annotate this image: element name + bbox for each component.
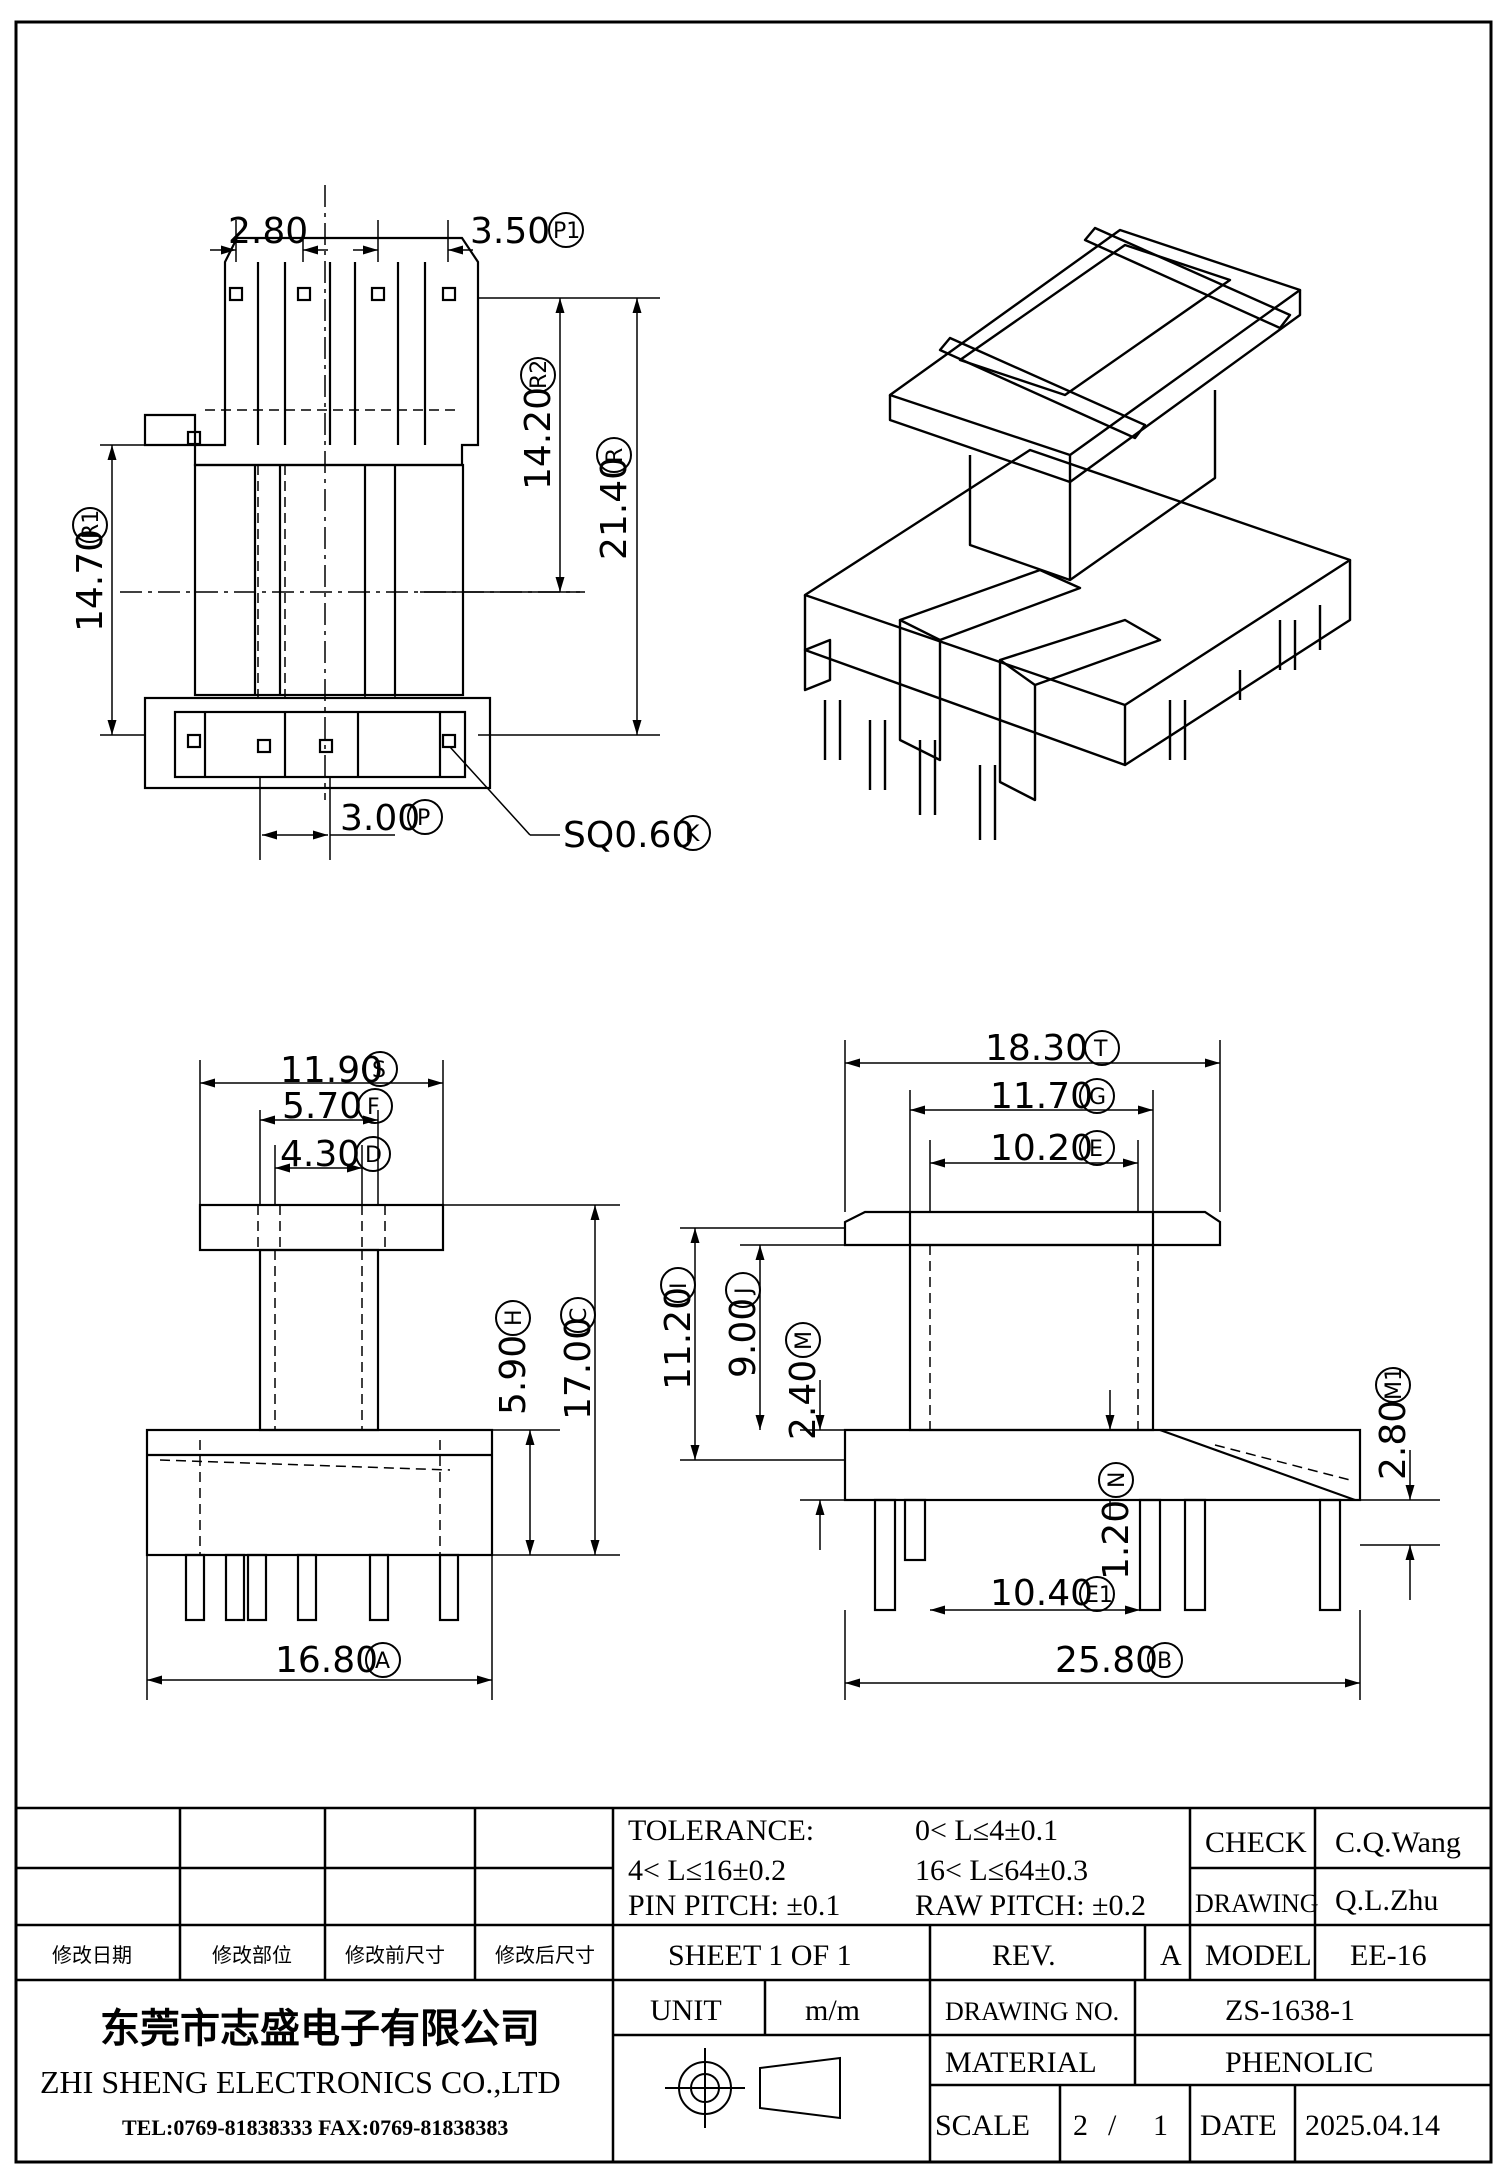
tag-r1: R1 [79, 510, 104, 539]
tag-n: N [1105, 1472, 1130, 1488]
top-view [143, 236, 492, 790]
rev-value: A [1160, 1939, 1182, 1972]
unit-value: m/m [805, 1994, 860, 2027]
dim-14-70: 14.70 [70, 529, 111, 632]
dim-2-80: 2.80 [228, 211, 308, 252]
projection-symbol [665, 2048, 841, 2128]
dim-11-70: 11.70 [990, 1076, 1093, 1117]
drawing-value: Q.L.Zhu [1335, 1884, 1438, 1917]
tag-s: S [372, 1058, 386, 1083]
dim-2-80-m1: 2.80 [1373, 1400, 1414, 1480]
tag-m: M [792, 1331, 817, 1350]
tolerance-label: TOLERANCE: [628, 1814, 814, 1847]
isometric-view [803, 226, 1352, 840]
material-label: MATERIAL [945, 2046, 1097, 2079]
dim-10-40: 10.40 [990, 1573, 1093, 1614]
check-value: C.Q.Wang [1335, 1826, 1461, 1859]
tolerance-1: 0< L≤4±0.1 [915, 1814, 1058, 1847]
tag-e: E [1089, 1137, 1103, 1162]
tolerance-3: 16< L≤64±0.3 [915, 1854, 1088, 1887]
company-name-en: ZHI SHENG ELECTRONICS CO.,LTD [40, 2064, 561, 2100]
dim-21-40: 21.40 [594, 457, 635, 560]
scale-denominator: 1 [1153, 2109, 1168, 2142]
tag-r2: R2 [527, 360, 552, 389]
sheet-label: SHEET 1 OF 1 [668, 1939, 852, 1972]
drawing-label: DRAWING [1195, 1889, 1319, 1918]
dim-17-00: 17.00 [558, 1317, 599, 1420]
rev-label: REV. [992, 1939, 1056, 1972]
dim-11-20: 11.20 [658, 1287, 699, 1390]
scale-label: SCALE [935, 2109, 1030, 2142]
top-view-dimlines [100, 220, 660, 860]
company-name-cn: 东莞市志盛电子有限公司 [100, 2006, 540, 2052]
tag-i: I [667, 1283, 692, 1290]
side-view-labels: 11.90 S 5.70 F 4.30 D 5.90 H 17.00 C 16.… [275, 1050, 599, 1681]
date-label: DATE [1200, 2109, 1277, 2142]
rev-header-before: 修改前尺寸 [345, 1943, 445, 1967]
rev-header-part: 修改部位 [212, 1943, 292, 1967]
dim-4-30: 4.30 [280, 1134, 360, 1175]
title-block [16, 1806, 1491, 2162]
dim-9-00: 9.00 [723, 1298, 764, 1378]
dim-2-40: 2.40 [783, 1360, 824, 1440]
side-view [145, 1203, 494, 1622]
drawing-no-value: ZS-1638-1 [1225, 1994, 1355, 2027]
dim-5-70: 5.70 [282, 1086, 362, 1127]
tag-a: A [375, 1649, 390, 1674]
sheet-border [14, 20, 1493, 2164]
tag-c: C [567, 1308, 592, 1323]
side-view-dimlines [146, 1060, 620, 1700]
tag-p: P [417, 806, 430, 831]
title-block-text: TOLERANCE: 0< L≤4±0.1 4< L≤16±0.2 16< L≤… [40, 1814, 1461, 2142]
tag-b: B [1157, 1649, 1172, 1674]
tag-t: T [1093, 1037, 1108, 1062]
dim-3-00: 3.00 [340, 798, 420, 839]
dim-10-20: 10.20 [990, 1128, 1093, 1169]
scale-separator: / [1108, 2109, 1117, 2142]
unit-label: UNIT [650, 1994, 722, 2027]
tag-p1: P1 [553, 219, 580, 244]
tolerance-2: 4< L≤16±0.2 [628, 1854, 786, 1887]
tag-j: J [732, 1288, 757, 1297]
front-view-labels: 18.30 T 11.70 G 10.20 E 11.20 I 9.00 J 2… [658, 1028, 1414, 1681]
dim-11-90: 11.90 [280, 1050, 383, 1091]
rev-header-after: 修改后尺寸 [495, 1943, 595, 1967]
model-label: MODEL [1205, 1939, 1312, 1972]
tag-e1: E1 [1085, 1583, 1113, 1608]
tag-g: G [1089, 1085, 1106, 1110]
model-value: EE-16 [1350, 1939, 1427, 1972]
material-value: PHENOLIC [1225, 2046, 1373, 2079]
company-tel-fax: TEL:0769-81838333 FAX:0769-81838383 [122, 2115, 508, 2140]
top-view-centerlines [120, 185, 585, 800]
raw-pitch: RAW PITCH: ±0.2 [915, 1889, 1146, 1922]
check-label: CHECK [1205, 1826, 1307, 1859]
dim-3-50: 3.50 [470, 211, 550, 252]
tag-r: R [603, 448, 628, 463]
tag-f: F [367, 1095, 380, 1120]
top-view-labels: 2.80 3.50 P1 14.20 R2 21.40 R 14.70 R1 3… [70, 211, 711, 856]
dim-25-80: 25.80 [1055, 1640, 1158, 1681]
tag-h: H [502, 1309, 527, 1326]
top-view-hidden [205, 409, 460, 700]
tag-m1: M1 [1382, 1367, 1407, 1400]
dim-16-80: 16.80 [275, 1640, 378, 1681]
rev-header-date: 修改日期 [52, 1943, 132, 1967]
dim-sq0-60: SQ0.60 [563, 815, 694, 856]
tag-k: K [685, 822, 700, 847]
dim-1-20: 1.20 [1096, 1500, 1137, 1580]
dim-14-20: 14.20 [518, 387, 559, 490]
side-view-hidden [159, 1205, 451, 1555]
front-view [843, 1210, 1362, 1612]
drawing-no-label: DRAWING NO. [945, 1997, 1119, 2026]
dim-18-30: 18.30 [985, 1028, 1088, 1069]
dim-5-90: 5.90 [493, 1335, 534, 1415]
front-view-hidden [929, 1245, 1351, 1481]
tag-d: D [365, 1143, 382, 1168]
date-value: 2025.04.14 [1305, 2109, 1440, 2142]
pin-pitch: PIN PITCH: ±0.1 [628, 1889, 840, 1922]
scale-numerator: 2 [1073, 2109, 1088, 2142]
